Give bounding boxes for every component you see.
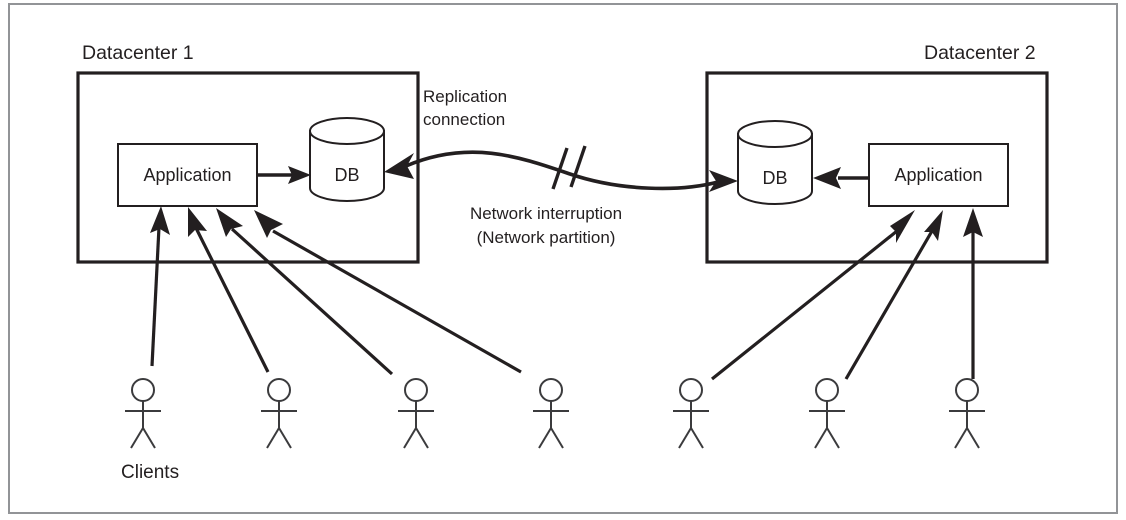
figure-frame	[8, 3, 1118, 514]
dc1-application-label: Application	[143, 165, 231, 185]
dc2-client-arrowhead-2	[924, 210, 943, 241]
network-break-slash-1	[551, 147, 569, 190]
network-interruption-line-2: (Network partition)	[477, 228, 616, 247]
dc2-database-cylinder[interactable]: DB	[737, 120, 813, 205]
client-figure-1[interactable]	[125, 378, 161, 449]
client-figure-3[interactable]	[398, 378, 434, 449]
replication-connection-line	[405, 150, 719, 191]
replication-connection-group: Replication connection Network interrupt…	[384, 87, 738, 247]
client-figure-7[interactable]	[949, 378, 985, 449]
datacenter-2-group: Datacenter 2 DB Application	[705, 42, 1049, 264]
dc2-client-arrows	[711, 208, 983, 381]
datacenter-1-group: Datacenter 1 Application DB	[76, 42, 420, 264]
client-figure-6[interactable]	[809, 378, 845, 449]
dc1-client-arrows	[150, 206, 522, 376]
network-break-slash-2	[569, 145, 587, 188]
client-figure-5[interactable]	[673, 378, 709, 449]
datacenter-2-boundary	[705, 71, 1049, 264]
datacenter-2-title: Datacenter 2	[924, 42, 1036, 64]
replication-label-line-1: Replication	[423, 87, 507, 106]
client-figure-2[interactable]	[261, 378, 297, 449]
clients-label: Clients	[121, 462, 179, 483]
datacenter-1-boundary	[76, 71, 420, 264]
dc1-client-arrowhead-3	[216, 208, 243, 237]
replication-label-line-2: connection	[423, 110, 505, 129]
dc1-client-arrowhead-1	[150, 206, 170, 235]
dc1-client-arrowhead-2	[188, 207, 207, 237]
dc1-app-to-db-arrow	[257, 166, 311, 184]
dc2-database-label: DB	[762, 168, 787, 188]
dc1-application-box[interactable]	[117, 143, 258, 207]
replication-arrowhead-left	[384, 153, 414, 179]
dc2-app-to-db-arrow	[813, 167, 869, 189]
client-figure-4[interactable]	[533, 378, 569, 449]
replication-arrowhead-right	[709, 170, 738, 192]
dc2-client-arrowhead-3	[963, 208, 983, 237]
network-interruption-line-1: Network interruption	[470, 204, 622, 223]
datacenter-1-title: Datacenter 1	[82, 42, 194, 64]
dc2-application-label: Application	[894, 165, 982, 185]
dc1-database-cylinder[interactable]: DB	[309, 117, 385, 202]
dc1-database-label: DB	[334, 165, 359, 185]
dc2-client-arrowhead-1	[890, 210, 915, 243]
dc2-application-box[interactable]	[868, 143, 1009, 207]
dc1-client-arrowhead-4	[254, 210, 283, 238]
